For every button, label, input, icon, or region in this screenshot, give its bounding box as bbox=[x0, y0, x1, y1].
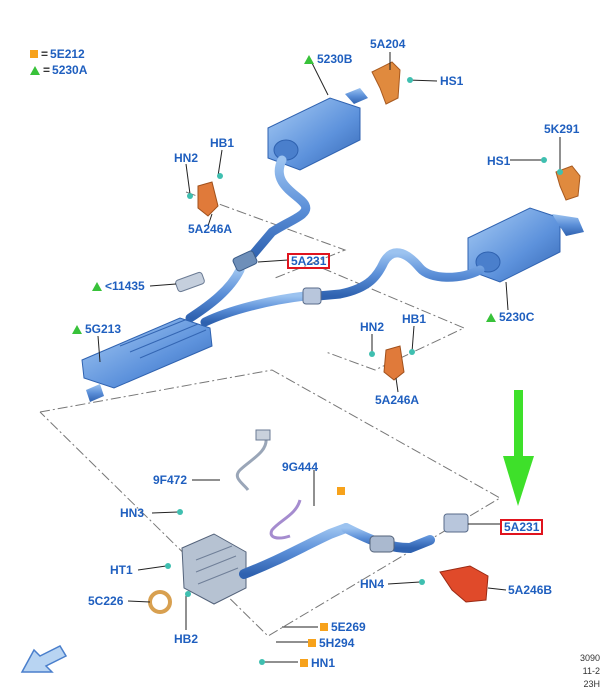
gasket-5C226 bbox=[148, 590, 172, 614]
label-5E269[interactable]: 5E269 bbox=[320, 620, 366, 634]
nav-back-arrow-icon[interactable] bbox=[20, 645, 68, 673]
label-text: 5230B bbox=[317, 52, 353, 66]
green-pointer-arrow bbox=[503, 390, 534, 506]
rear-muffler-right bbox=[467, 207, 584, 283]
legend-equals: = bbox=[43, 63, 51, 77]
legend: =5E212 =5230A bbox=[30, 46, 87, 78]
insulator-5A246A-left bbox=[197, 181, 219, 217]
front-pipe-b bbox=[200, 291, 310, 327]
label-HN2-left[interactable]: HN2 bbox=[174, 151, 199, 165]
label-5K291[interactable]: 5K291 bbox=[544, 122, 580, 136]
label-5G213[interactable]: 5G213 bbox=[72, 322, 121, 336]
label-HB1-left[interactable]: HB1 bbox=[210, 136, 235, 150]
label-5C226[interactable]: 5C226 bbox=[88, 594, 124, 608]
label-text: 5E269 bbox=[331, 620, 366, 634]
clamp-center bbox=[302, 287, 322, 305]
label-5A204[interactable]: 5A204 bbox=[370, 37, 406, 51]
label-11435[interactable]: <11435 bbox=[92, 279, 145, 293]
label-5A231-bottom[interactable]: 5A231 bbox=[500, 519, 544, 535]
label-5230C[interactable]: 5230C bbox=[486, 310, 534, 324]
label-5A246A-left[interactable]: 5A246A bbox=[188, 222, 233, 236]
label-text: 5230C bbox=[499, 310, 535, 324]
clamp-lower bbox=[443, 513, 469, 533]
legend-equals: = bbox=[41, 47, 49, 61]
square-legend-icon bbox=[30, 50, 38, 58]
square-marker-icon bbox=[320, 623, 328, 631]
oxygen-sensor-9F472 bbox=[235, 437, 268, 491]
image-code-line1: 3090 bbox=[579, 653, 600, 663]
fastener-dots bbox=[165, 77, 563, 665]
label-text: 5G213 bbox=[85, 322, 122, 336]
triangle-marker-icon bbox=[72, 325, 82, 334]
clamp-upper bbox=[232, 250, 258, 272]
triangle-marker-icon bbox=[304, 55, 314, 64]
label-HS1-top[interactable]: HS1 bbox=[440, 74, 464, 88]
square-marker-icon bbox=[300, 659, 308, 667]
label-HS1-right[interactable]: HS1 bbox=[487, 154, 511, 168]
catalytic-converter-assembly bbox=[181, 523, 435, 605]
rear-muffler-left bbox=[267, 88, 368, 171]
legend-square-code: 5E212 bbox=[50, 47, 85, 61]
triangle-marker-icon bbox=[92, 282, 102, 291]
intermediate-pipe-right bbox=[313, 248, 485, 301]
insulator-5A246A-mid bbox=[383, 345, 405, 381]
oxygen-sensor-plug-top bbox=[255, 429, 271, 441]
square-marker-icon bbox=[308, 639, 316, 647]
image-code-line3: 23H bbox=[583, 679, 600, 689]
label-HB2[interactable]: HB2 bbox=[174, 632, 199, 646]
insulator-5A246B bbox=[439, 565, 489, 603]
label-text: <11435 bbox=[105, 279, 145, 293]
image-code-line2: 11-2 bbox=[582, 666, 600, 676]
label-text: 5H294 bbox=[319, 636, 355, 650]
label-HN1[interactable]: HN1 bbox=[300, 656, 335, 670]
intermediate-pipe-left bbox=[245, 155, 311, 263]
label-text: HN1 bbox=[311, 656, 336, 670]
hanger-bracket-5K291 bbox=[555, 165, 581, 201]
label-HB1-mid[interactable]: HB1 bbox=[402, 312, 427, 326]
oxygen-sensor-9G444 bbox=[269, 499, 302, 540]
sensor-connector-11435 bbox=[175, 271, 205, 293]
label-5A246B[interactable]: 5A246B bbox=[508, 583, 553, 597]
label-HT1[interactable]: HT1 bbox=[110, 563, 133, 577]
legend-triangle-code: 5230A bbox=[52, 63, 88, 77]
label-HN4[interactable]: HN4 bbox=[360, 577, 385, 591]
assembly-outline-upper bbox=[39, 191, 501, 637]
square-marker-top bbox=[337, 487, 345, 495]
legend-row-triangle: =5230A bbox=[30, 62, 87, 78]
center-resonator bbox=[81, 317, 213, 402]
label-9G444[interactable]: 9G444 bbox=[282, 460, 319, 474]
triangle-legend-icon bbox=[30, 66, 40, 75]
label-5H294[interactable]: 5H294 bbox=[308, 636, 354, 650]
label-HN3[interactable]: HN3 bbox=[120, 506, 145, 520]
front-pipe-a bbox=[185, 265, 245, 323]
legend-row-square: =5E212 bbox=[30, 46, 87, 62]
label-5A231-top[interactable]: 5A231 bbox=[287, 253, 331, 269]
label-5230B[interactable]: 5230B bbox=[304, 52, 352, 66]
hanger-bracket-5A204 bbox=[371, 61, 401, 105]
label-HN2-mid[interactable]: HN2 bbox=[360, 320, 385, 334]
triangle-marker-icon bbox=[486, 313, 496, 322]
label-9F472[interactable]: 9F472 bbox=[153, 473, 188, 487]
label-5A246A-mid[interactable]: 5A246A bbox=[375, 393, 420, 407]
